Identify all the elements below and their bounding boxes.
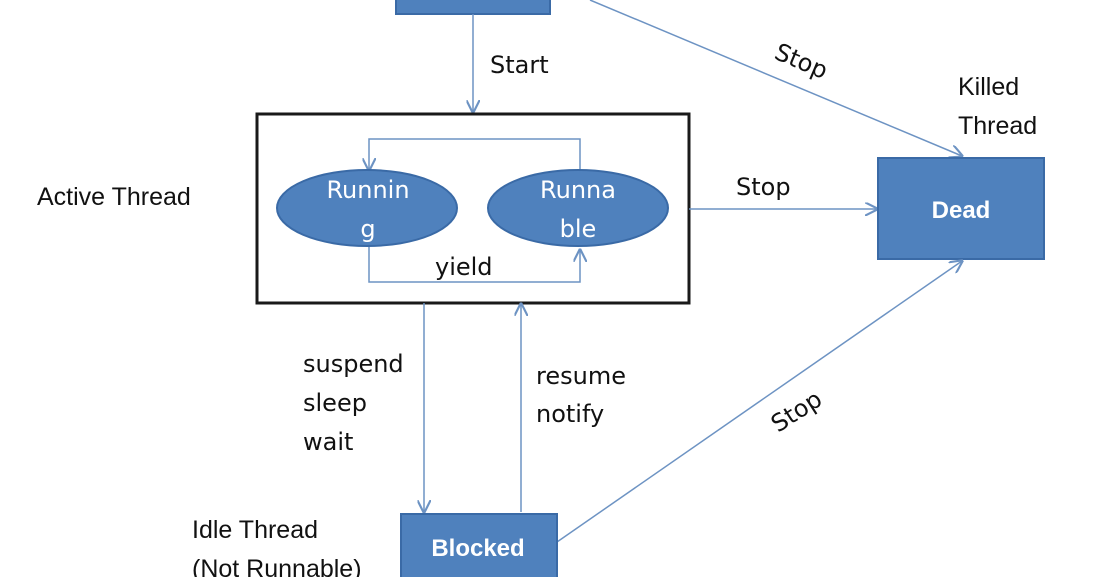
stop-arrow-new-to-dead (589, 0, 962, 156)
dead-state-label: Dead (932, 197, 991, 224)
loop-arrow-runnable-to-running (369, 138, 581, 172)
runnable-state (487, 169, 669, 247)
idle-thread-label-line1: Idle Thread (192, 516, 318, 544)
runnable-label-line2: ble (560, 215, 597, 243)
blocked-state-box (400, 513, 558, 577)
resume-label: resume (536, 362, 626, 390)
killed-thread-label-line1: Killed (958, 73, 1019, 101)
stop-label-bottom: Stop (766, 385, 827, 438)
sleep-label: sleep (303, 389, 367, 417)
stop-label-middle: Stop (736, 173, 791, 201)
runnable-label-line1: Runna (540, 176, 616, 204)
running-label-line2: g (360, 215, 375, 243)
dead-state-box (877, 157, 1045, 260)
notify-label: notify (536, 400, 604, 428)
active-thread-label: Active Thread (37, 183, 191, 211)
running-state (276, 169, 458, 247)
idle-thread-label-line2: (Not Runnable) (192, 555, 362, 577)
running-label-line1: Runnin (326, 176, 409, 204)
killed-thread-label-line2: Thread (958, 112, 1037, 140)
wait-label: wait (303, 428, 353, 456)
yield-arrow (368, 246, 580, 283)
yield-label: yield (435, 253, 493, 281)
new-state-box (395, 0, 551, 15)
stop-arrow-blocked-to-dead (556, 261, 962, 543)
blocked-state-label: Blocked (431, 535, 524, 562)
stop-label-top: Stop (771, 38, 832, 85)
suspend-label: suspend (303, 350, 404, 378)
start-label: Start (490, 51, 549, 79)
